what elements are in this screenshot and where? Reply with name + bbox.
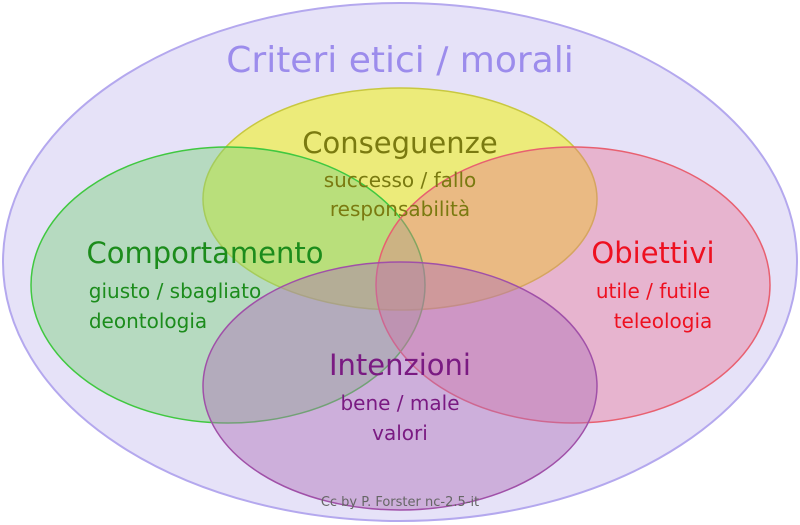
intenzioni-ellipse	[202, 261, 598, 511]
comportamento-label: Comportamento	[86, 236, 323, 270]
conseguenze-label: Conseguenze	[302, 126, 497, 160]
conseguenze-ellipse	[202, 87, 598, 311]
obiettivi-line2: teleologia	[614, 309, 713, 333]
obiettivi-label: Obiettivi	[591, 236, 714, 270]
comportamento-line2: deontologia	[89, 309, 207, 333]
intenzioni-line2: valori	[372, 421, 428, 445]
credit-text: Cc by P. Forster nc-2.5-it	[321, 495, 479, 510]
obiettivi-line1: utile / futile	[596, 279, 710, 303]
intenzioni-line1: bene / male	[340, 391, 459, 415]
conseguenze-line2: responsabilità	[330, 197, 470, 221]
obiettivi-ellipse	[375, 146, 771, 424]
intenzioni-label: Intenzioni	[329, 348, 471, 382]
comportamento-ellipse	[30, 146, 426, 424]
conseguenze-line1: successo / fallo	[324, 168, 477, 192]
diagram-title: Criteri etici / morali	[226, 40, 573, 81]
comportamento-line1: giusto / sbagliato	[89, 279, 261, 303]
